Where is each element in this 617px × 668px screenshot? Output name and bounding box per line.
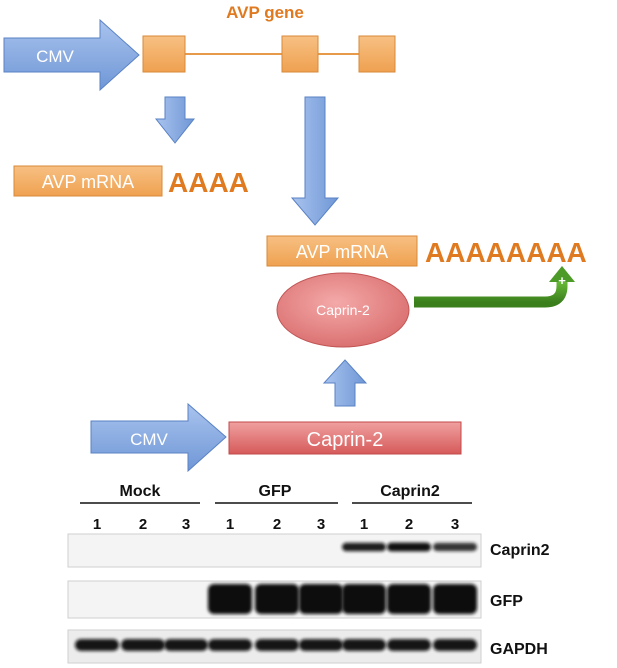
group-label-caprin2: Caprin2	[380, 483, 440, 500]
lane-number: 1	[226, 516, 234, 533]
lane-number: 3	[451, 516, 459, 533]
caprin2-gene-box: Caprin-2	[228, 421, 462, 455]
up-arrow	[322, 359, 368, 407]
down-arrow-right	[290, 96, 340, 226]
cmv-label-top: CMV	[36, 47, 74, 66]
group-label-gfp: GFP	[259, 483, 292, 500]
blot-band	[208, 584, 252, 614]
blot-band	[75, 639, 119, 651]
row-label-caprin2: Caprin2	[490, 542, 550, 559]
blot-band	[255, 584, 299, 614]
blot-band	[208, 639, 252, 651]
avp-mrna-long: AVP mRNA	[266, 235, 418, 267]
blot-band	[342, 584, 386, 614]
blot-band	[433, 542, 477, 552]
bands-gfp	[208, 584, 477, 614]
plus-icon: +	[558, 273, 566, 288]
row-label-gapdh: GAPDH	[490, 641, 548, 658]
blot-band	[387, 542, 431, 552]
caprin2-ellipse-label: Caprin-2	[316, 302, 370, 318]
bands-gapdh	[75, 639, 477, 651]
cmv-promoter-arrow-bottom: CMV	[90, 402, 227, 473]
blot-band	[342, 639, 386, 651]
avp-gene-title: AVP gene	[226, 3, 304, 22]
blot-band	[299, 584, 343, 614]
lane-number: 2	[139, 516, 147, 533]
cmv-promoter-arrow-top: CMV	[3, 18, 140, 92]
avp-gene-structure	[142, 35, 396, 73]
lane-number: 1	[93, 516, 101, 533]
blot-band	[342, 542, 386, 552]
exon-2	[281, 35, 319, 73]
caprin2-protein-ellipse: Caprin-2	[276, 272, 410, 348]
polya-tail-long: AAAAAAAA	[425, 237, 587, 268]
exon-1	[142, 35, 186, 73]
western-blot: Mock GFP Caprin2 1 2 3 1 2 3 1 2 3 Capri…	[67, 483, 550, 664]
group-label-mock: Mock	[120, 483, 161, 500]
exon-3	[358, 35, 396, 73]
blot-band	[164, 639, 208, 651]
avp-mrna-short: AVP mRNA	[13, 165, 163, 197]
polya-tail-short: AAAA	[168, 167, 249, 198]
blot-band	[387, 584, 431, 614]
lane-number: 2	[273, 516, 281, 533]
lane-number: 3	[317, 516, 325, 533]
caprin2-gene-label: Caprin-2	[307, 429, 384, 451]
row-label-gfp: GFP	[490, 593, 523, 610]
down-arrow-left	[154, 96, 196, 144]
lane-number: 2	[405, 516, 413, 533]
lane-number: 3	[182, 516, 190, 533]
blot-band	[255, 639, 299, 651]
stabilization-arrow: +	[414, 266, 575, 308]
avp-mrna-label-right: AVP mRNA	[296, 242, 388, 262]
blot-band	[387, 639, 431, 651]
blot-band	[433, 639, 477, 651]
blot-band	[121, 639, 165, 651]
avp-mrna-label-left: AVP mRNA	[42, 172, 134, 192]
cmv-label-bottom: CMV	[130, 430, 168, 449]
blot-band	[299, 639, 343, 651]
blot-band	[433, 584, 477, 614]
lane-number: 1	[360, 516, 368, 533]
bands-caprin2	[342, 542, 477, 552]
